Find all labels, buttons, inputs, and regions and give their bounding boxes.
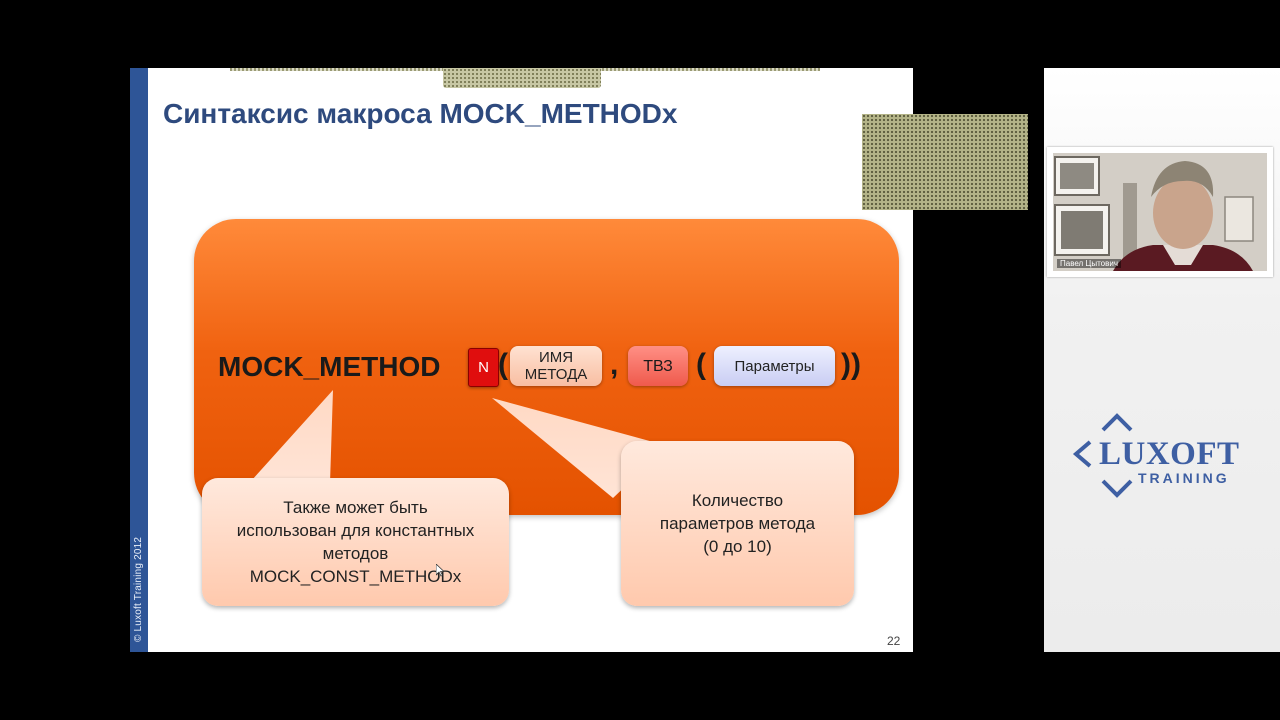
callout-right-line3: (0 до 10) <box>703 537 772 556</box>
logo-brand-text: LUXOFT <box>1099 436 1240 472</box>
logo-chevrons-icon <box>1072 413 1133 498</box>
luxoft-training-logo: LUXOFT TRAINING <box>1068 408 1248 500</box>
chip-params: Параметры <box>714 346 835 386</box>
callout-const-method: Также может быть использован для констан… <box>202 478 509 606</box>
macro-inner-paren: ( <box>696 348 706 381</box>
slide-top-tab-decoration <box>443 68 601 88</box>
chip-method-name: ИМЯ МЕТОДА <box>510 346 602 386</box>
callout-left-line1: Также может быть <box>283 498 428 517</box>
slide-title: Синтаксис макроса MOCK_METHODx <box>163 98 678 129</box>
webcam-video: Павел Цытович <box>1053 153 1267 271</box>
callout-left-line2: использован для константных <box>236 521 475 540</box>
slide-page-number: 22 <box>887 634 901 648</box>
logo-sub-text: TRAINING <box>1138 470 1230 486</box>
chip-tvz: ТВЗ <box>628 346 688 386</box>
callout-left-line3: методов <box>322 544 389 563</box>
macro-n-badge: N <box>468 348 499 387</box>
callout-param-count: Количество параметров метода (0 до 10) <box>621 441 854 606</box>
slide-side-bar <box>130 68 148 652</box>
chip-method-name-line2: МЕТОДА <box>524 366 588 383</box>
presenter-video-icon <box>1053 153 1267 271</box>
callout-right-line2: параметров метода <box>659 514 816 533</box>
participant-name: Павел Цытович <box>1057 259 1122 268</box>
callout-right-line1: Количество <box>691 491 784 510</box>
webcam-window[interactable]: Павел Цытович <box>1047 147 1273 277</box>
mouse-cursor-icon <box>436 564 444 577</box>
pattern-decoration <box>862 114 1028 210</box>
macro-open-paren: ( <box>498 348 508 381</box>
presentation-slide: © Luxoft Training 2012 Синтаксис макроса… <box>130 68 913 652</box>
macro-name: MOCK_METHOD <box>218 351 441 382</box>
callout-left-tail <box>252 390 333 483</box>
macro-close-parens: )) <box>841 348 861 381</box>
chip-method-name-line1: ИМЯ <box>538 349 574 366</box>
macro-comma: , <box>610 348 619 381</box>
callout-left-line4: MOCK_CONST_METHODx <box>249 567 462 586</box>
